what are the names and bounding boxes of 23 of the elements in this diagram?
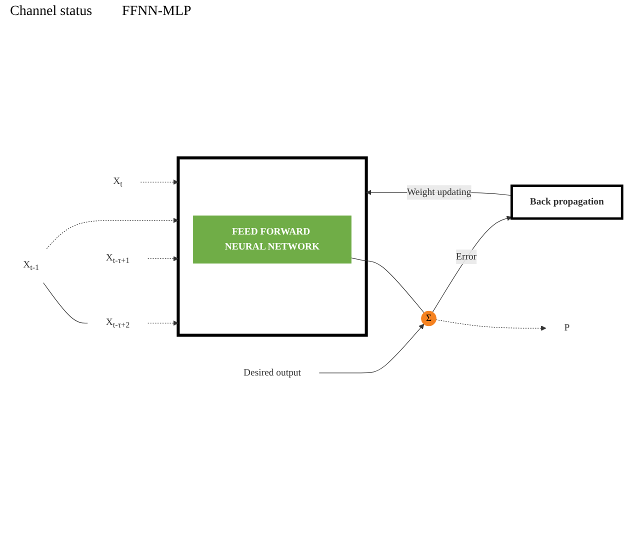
arrow	[432, 216, 512, 313]
cluster	[176, 156, 368, 338]
arrow	[140, 180, 178, 186]
connector	[350, 258, 424, 314]
arrow	[148, 256, 178, 262]
arrow	[46, 218, 178, 250]
node-text: X$_{t-τ+1}$	[106, 253, 130, 266]
node-circle: Σ	[421, 311, 436, 327]
node-text: P	[564, 323, 570, 334]
node-text: X$_{t-1}$	[23, 260, 40, 272]
edge-label: Weight updating	[407, 187, 472, 198]
node-text: X$_{t}$	[113, 176, 122, 189]
arrow	[436, 320, 546, 332]
note-text: FFNN-MLP	[122, 4, 192, 20]
connector	[43, 282, 88, 324]
node-box: FEED FORWARD NEURAL NETWORK	[193, 216, 352, 264]
node-box: Back propagation	[510, 185, 624, 220]
node-text: X$_{t-τ+2}$	[106, 317, 130, 330]
edge-label: Error	[456, 252, 477, 262]
arrow	[148, 320, 178, 326]
note-text: Channel status	[10, 4, 92, 20]
node-text: Desired output	[244, 368, 301, 378]
arrow	[318, 324, 424, 374]
